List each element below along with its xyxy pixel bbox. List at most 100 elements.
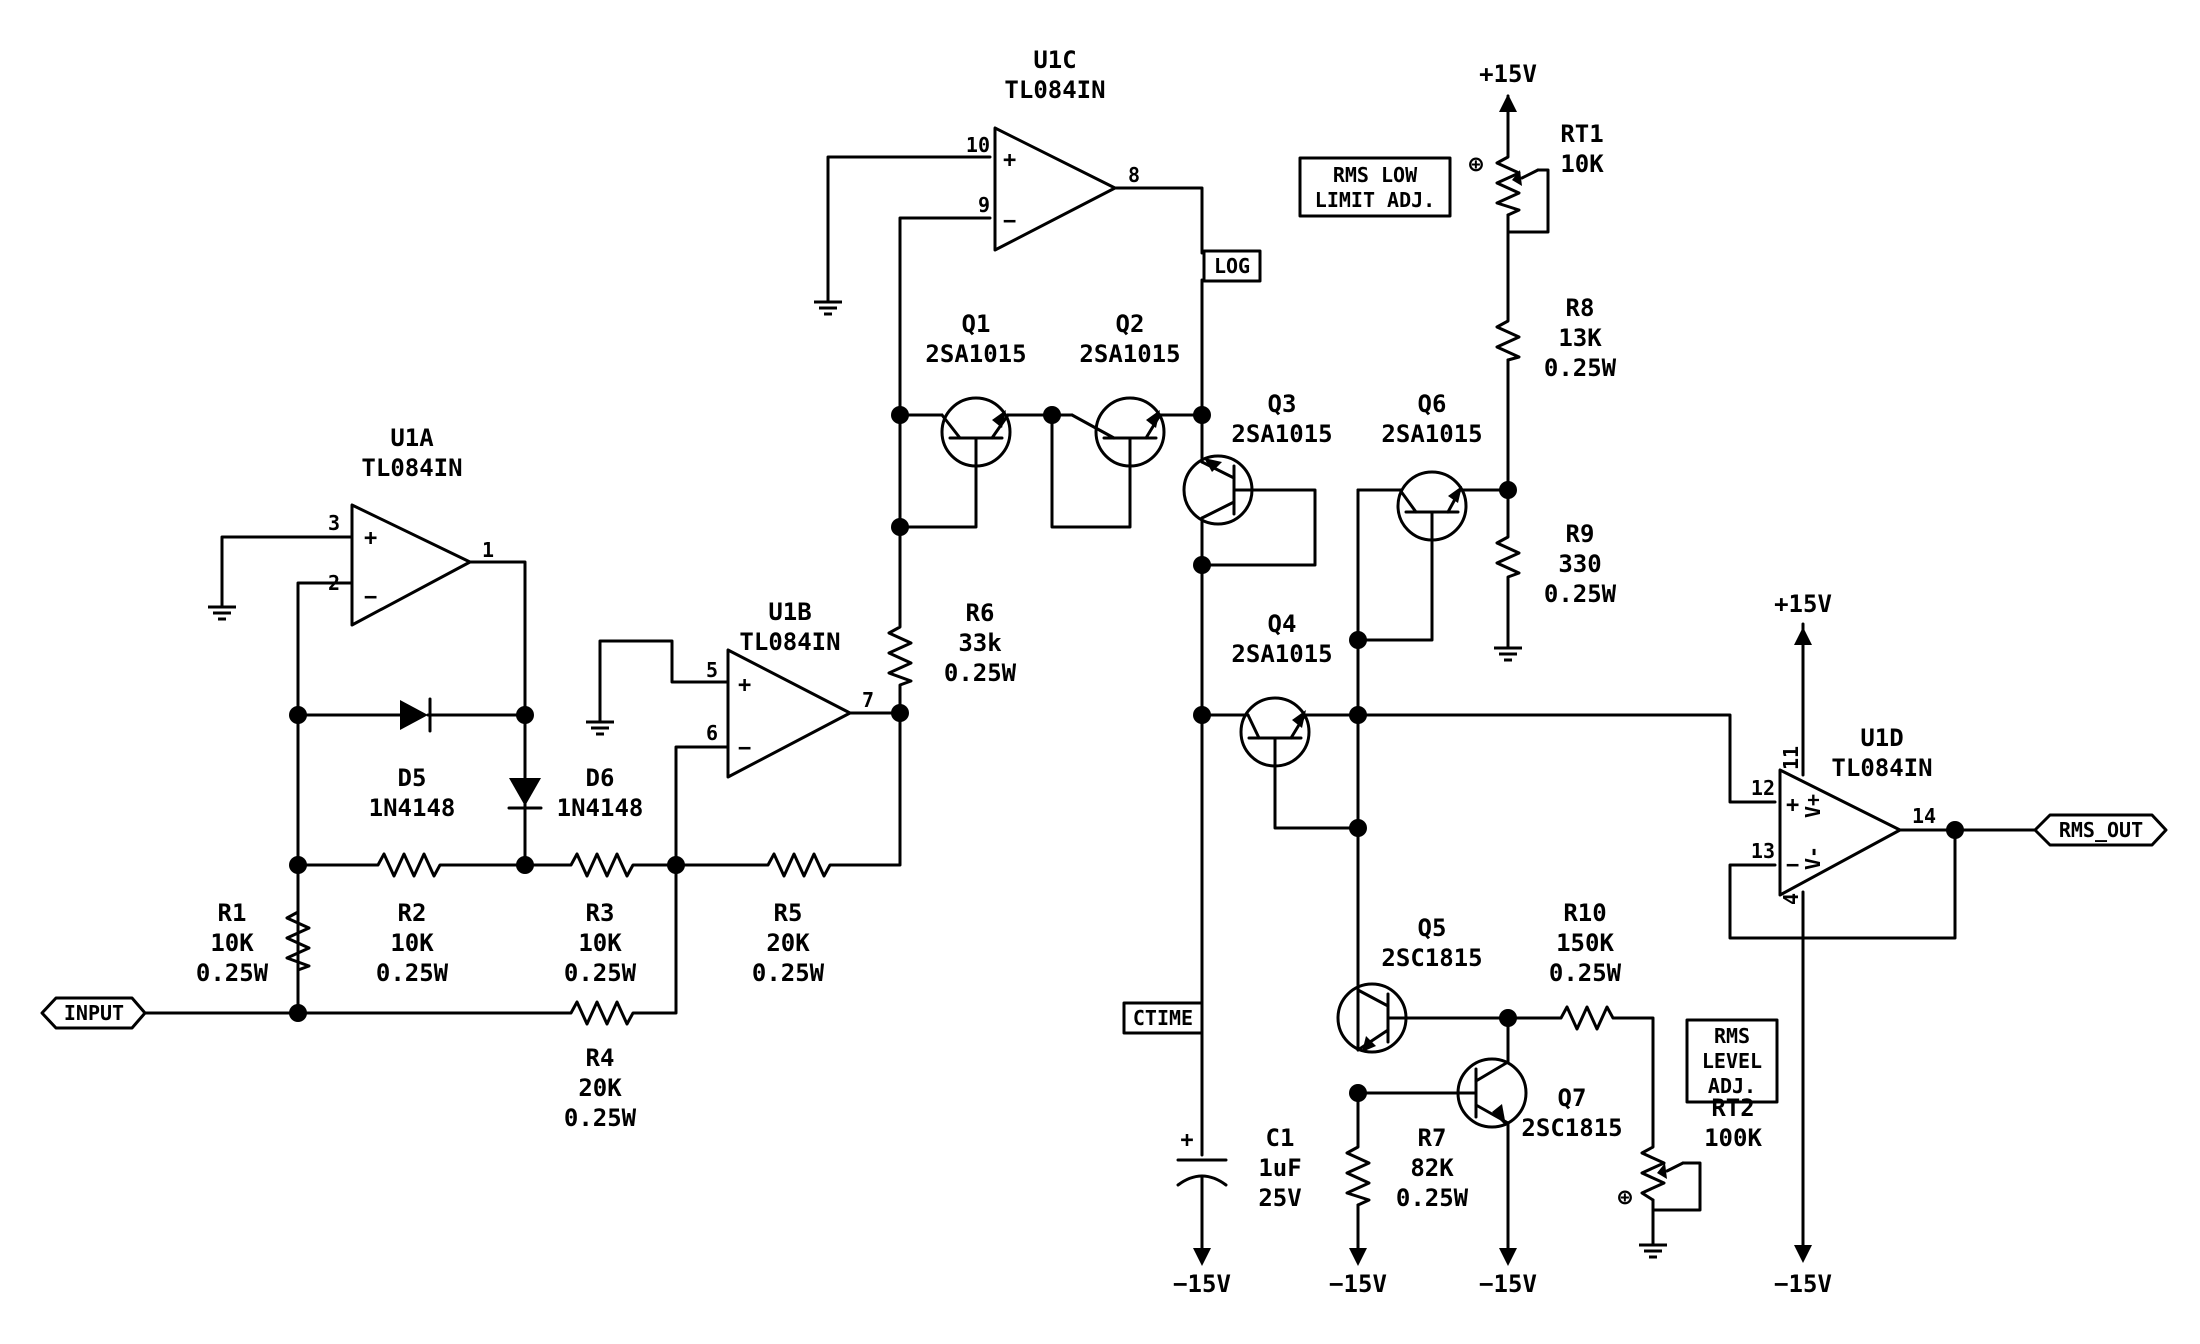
r8-ref: R8 (1566, 294, 1595, 322)
q1-ref: Q1 (962, 310, 991, 338)
transistor-q4 (1239, 696, 1311, 768)
c1-ref: C1 (1266, 1124, 1295, 1152)
r6-value: 33k (958, 629, 1002, 657)
supply-vpos-text: V+ (1801, 794, 1825, 818)
note-rms-level-line3: ADJ. (1708, 1074, 1756, 1098)
resistor-r2 (370, 852, 444, 878)
ground-icon (586, 713, 614, 736)
vneg-label-u1d: −15V (1774, 1270, 1832, 1298)
pin-10: 10 (966, 133, 990, 157)
r10-ref: R10 (1563, 899, 1606, 927)
r5-power: 0.25W (752, 959, 825, 987)
pin-13: 13 (1751, 839, 1775, 863)
pin-8: 8 (1128, 163, 1140, 187)
vneg-label-q7: −15V (1479, 1270, 1537, 1298)
q4-part: 2SA1015 (1231, 640, 1332, 668)
u1a-part: TL084IN (361, 454, 462, 482)
r2-ref: R2 (398, 899, 427, 927)
r5-value: 20K (766, 929, 810, 957)
pin-2: 2 (328, 571, 340, 595)
r4-ref: R4 (586, 1044, 615, 1072)
vneg-arrow-icon (1794, 1245, 1812, 1263)
r9-power: 0.25W (1544, 580, 1617, 608)
r3-power: 0.25W (564, 959, 637, 987)
net-rms-out-text: RMS_OUT (2059, 818, 2143, 842)
d6-part: 1N4148 (557, 794, 644, 822)
pin-11: 11 (1779, 746, 1803, 770)
diode-d6 (507, 778, 543, 810)
capacitor-c1 (1176, 1158, 1228, 1210)
r3-value: 10K (578, 929, 622, 957)
r8-value: 13K (1558, 324, 1602, 352)
note-rms-level: RMS LEVEL ADJ. (1685, 1018, 1779, 1104)
rt1-ref: RT1 (1560, 120, 1603, 148)
vneg-arrow-icon (1499, 1248, 1517, 1266)
transistor-q7 (1456, 1057, 1528, 1129)
ground-symbols (208, 296, 1667, 1259)
ground-icon (814, 296, 842, 316)
r2-power: 0.25W (376, 959, 449, 987)
trimpot-rt2 (1640, 1138, 1685, 1202)
q3-ref: Q3 (1268, 390, 1297, 418)
resistor-r8 (1495, 313, 1521, 362)
minus-sign: − (1003, 209, 1016, 234)
pin-9: 9 (978, 193, 990, 217)
rt2-mark-icon: ⊕ (1618, 1183, 1633, 1211)
resistor-r10 (1553, 1005, 1617, 1031)
note-rms-level-line1: RMS (1714, 1024, 1750, 1048)
vpos-label-u1d: +15V (1774, 590, 1832, 618)
d6-ref: D6 (586, 764, 615, 792)
transistor-q1 (940, 396, 1012, 470)
pin-3: 3 (328, 511, 340, 535)
plus-sign: + (364, 526, 377, 551)
q2-part: 2SA1015 (1079, 340, 1180, 368)
u1c-ref: U1C (1033, 46, 1076, 74)
plus-sign: + (1003, 148, 1016, 173)
vpos-arrow-icon (1794, 622, 1812, 645)
vneg-arrow-icon (1349, 1248, 1367, 1266)
r1-power: 0.25W (196, 959, 269, 987)
c1-plus-sign: + (1180, 1128, 1193, 1153)
vneg-label-r7: −15V (1329, 1270, 1387, 1298)
resistor-r7 (1345, 1138, 1371, 1207)
vneg-arrow-icon (1193, 1248, 1211, 1266)
resistor-r4 (563, 1000, 637, 1026)
r5-ref: R5 (774, 899, 803, 927)
opamp-u1b: + − 5 6 7 U1B TL084IN (706, 598, 874, 779)
q7-part: 2SC1815 (1521, 1114, 1622, 1142)
resistor-r9 (1495, 528, 1521, 582)
plus-sign: + (738, 673, 751, 698)
net-log: LOG (1202, 249, 1262, 283)
net-ctime: CTIME (1122, 1001, 1204, 1035)
q6-ref: Q6 (1418, 390, 1447, 418)
opamp-u1c: + − 10 9 8 U1C TL084IN (966, 46, 1140, 252)
diode-d5 (370, 697, 444, 733)
ground-icon (208, 603, 236, 621)
rt1-value: 10K (1560, 150, 1604, 178)
supply-vneg-text: V- (1801, 846, 1825, 870)
r7-power: 0.25W (1396, 1184, 1469, 1212)
d5-ref: D5 (398, 764, 427, 792)
r4-power: 0.25W (564, 1104, 637, 1132)
net-log-text: LOG (1214, 254, 1250, 278)
note-rms-low-line1: RMS LOW (1333, 163, 1418, 187)
note-rms-level-line2: LEVEL (1702, 1049, 1762, 1073)
u1a-ref: U1A (390, 424, 434, 452)
opamp-u1d: + − 12 13 14 11 4 V+ V- U1D TL084IN (1751, 724, 1936, 905)
pin-6: 6 (706, 721, 718, 745)
vpos-arrow-icon (1499, 94, 1517, 132)
note-rms-low-limit: RMS LOW LIMIT ADJ. (1298, 156, 1452, 218)
minus-sign: − (364, 585, 377, 610)
q6-part: 2SA1015 (1381, 420, 1482, 448)
u1c-part: TL084IN (1004, 76, 1105, 104)
r8-power: 0.25W (1544, 354, 1617, 382)
u1d-ref: U1D (1860, 724, 1903, 752)
c1-voltage: 25V (1258, 1184, 1301, 1212)
r9-ref: R9 (1566, 520, 1595, 548)
q7-ref: Q7 (1558, 1084, 1587, 1112)
r9-value: 330 (1558, 550, 1601, 578)
r10-value: 150K (1556, 929, 1614, 957)
q3-part: 2SA1015 (1231, 420, 1332, 448)
pin-7: 7 (862, 688, 874, 712)
net-input-text: INPUT (64, 1001, 124, 1025)
